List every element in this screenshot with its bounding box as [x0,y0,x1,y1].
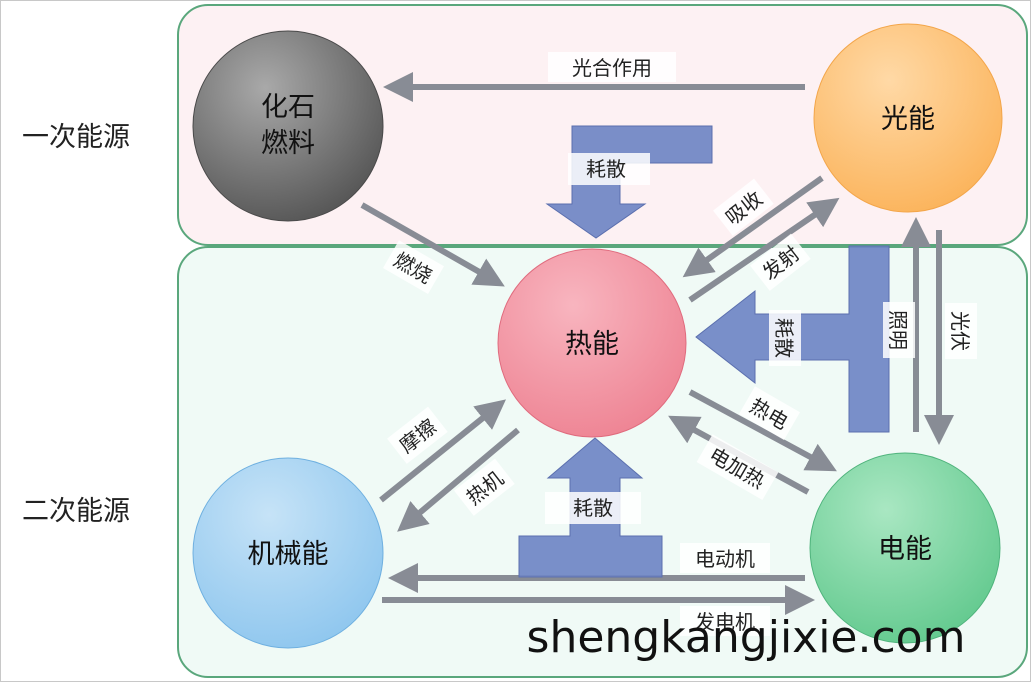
heat-energy-node [497,248,687,438]
heat-engine-arrow [397,427,520,532]
dissipate-bottom-label: 耗散 [573,496,613,520]
combustion-arrow [360,202,505,287]
light-energy-node [813,23,1003,213]
fossil-fuel-node [192,30,384,222]
fossil-fuel-label-line1: 化石 [261,92,315,123]
fossil-fuel-label-line2: 燃料 [261,128,315,159]
friction-arrow [379,399,507,503]
photosynthesis-label: 光合作用 [572,56,652,80]
illumination-label: 照明 [886,310,910,350]
electric-energy-node [809,452,1001,644]
secondary-energy-label: 二次能源 [22,496,130,527]
watermark-text: shengkangjixie.com [527,612,966,663]
dissipate-right-label: 耗散 [772,318,796,358]
motor-label: 电动机 [695,547,755,571]
emit-arrow [688,197,840,303]
primary-energy-label: 一次能源 [22,122,130,153]
mechanical-energy-node [192,457,384,649]
light-energy-label: 光能 [881,104,935,135]
dissipate-top-label: 耗散 [586,157,626,181]
electric-energy-label: 电能 [878,534,932,565]
photovoltaic-label: 光伏 [948,311,972,351]
mechanical-energy-label: 机械能 [248,539,329,570]
thermoelectric-arrow [688,389,837,472]
heat-energy-label: 热能 [565,329,619,360]
absorb-arrow [682,175,824,278]
generator-label: 发电机 [695,610,755,634]
